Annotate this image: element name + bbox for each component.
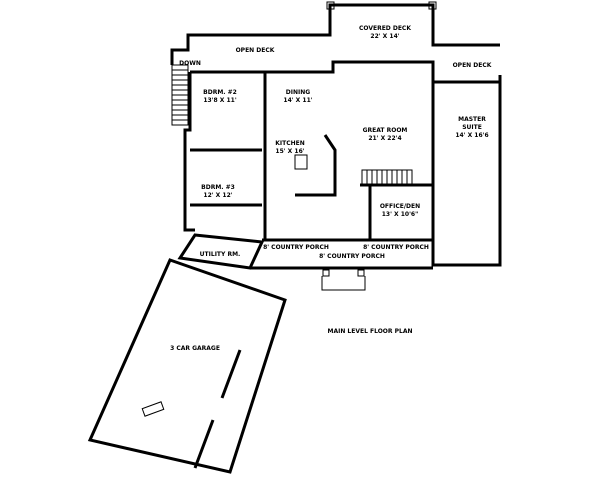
garage-feature <box>141 401 165 417</box>
covered-deck-label: COVERED DECK <box>359 25 411 32</box>
open-deck-left-label: OPEN DECK <box>236 47 275 54</box>
covered-deck-size: 22' X 14' <box>370 33 399 40</box>
master-suite-label: MASTER <box>458 116 486 123</box>
stairs <box>361 169 413 185</box>
garage-door <box>220 349 242 399</box>
dining-label: DINING <box>286 89 310 96</box>
bdrm2-label: BDRM. #2 <box>203 89 237 96</box>
master-suite-size: 14' X 16'6 <box>455 132 488 139</box>
office-size: 13' X 10'6" <box>382 211 418 218</box>
kitchen-size: 15' X 16' <box>275 148 304 155</box>
kitchen-label: KITCHEN <box>275 140 305 147</box>
great-room-label: GREAT ROOM <box>363 127 408 134</box>
kitchen-counter <box>295 134 337 197</box>
porch-left-label: 8' COUNTRY PORCH <box>263 244 329 251</box>
bdrm3-size: 12' X 12' <box>203 192 232 199</box>
porch-front-label: 8' COUNTRY PORCH <box>319 253 385 260</box>
great-room-size: 21' X 22'4 <box>368 135 401 142</box>
master-suite-label-2: SUITE <box>462 124 482 131</box>
garage-door <box>193 419 215 469</box>
exterior-wall <box>183 72 195 232</box>
utility-label: UTILITY RM. <box>200 251 241 258</box>
down-label: DOWN <box>179 60 201 67</box>
utility-room <box>177 233 265 270</box>
office-label: OFFICE/DEN <box>380 203 420 210</box>
garage-label: 3 CAR GARAGE <box>170 345 220 352</box>
exterior-wall <box>431 80 502 267</box>
plan-title: MAIN LEVEL FLOOR PLAN <box>327 328 412 335</box>
deck-outline <box>170 3 500 65</box>
garage <box>87 258 287 474</box>
front-steps <box>321 276 366 291</box>
stairs-down <box>171 64 189 126</box>
porch-post <box>322 269 330 277</box>
porch-post <box>357 269 365 277</box>
dining-size: 14' X 11' <box>283 97 312 104</box>
porch-right-label: 8' COUNTRY PORCH <box>363 244 429 251</box>
deck-post <box>326 1 335 10</box>
open-deck-right-label: OPEN DECK <box>453 62 492 69</box>
deck-post <box>428 1 437 10</box>
bdrm3-label: BDRM. #3 <box>201 184 235 191</box>
kitchen-island <box>294 154 308 170</box>
bdrm2-size: 13'8 X 11' <box>203 97 237 104</box>
